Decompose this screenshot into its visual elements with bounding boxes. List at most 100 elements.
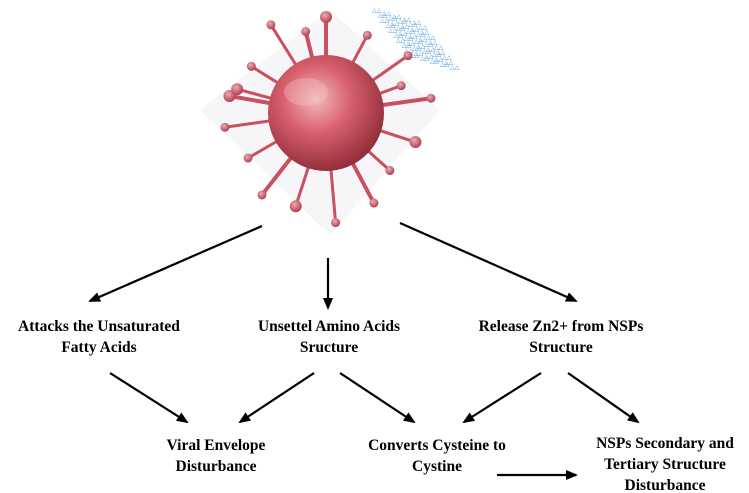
virus-spike-tip	[320, 11, 332, 23]
ozone-particle-icon: △△	[420, 29, 430, 36]
ozone-particle-icon: △△	[402, 42, 412, 49]
virus-spike	[223, 118, 277, 129]
virus-spike-tip	[301, 26, 311, 36]
ozone-particle-icon: △△	[414, 50, 424, 57]
virus-spike-tip	[289, 200, 302, 213]
ozone-particle-icon: △△	[410, 26, 420, 33]
ozone-particle-icon: △△	[420, 55, 430, 62]
virus-body	[268, 55, 384, 171]
node-attacks-line1: Attacks the Unsaturated	[18, 318, 180, 335]
ozone-particle-icon: △△	[432, 51, 442, 58]
ozone-particle-icon: △△	[418, 24, 428, 31]
virus-spike	[227, 93, 277, 106]
ozone-particle-icon: △△	[408, 21, 418, 28]
ozone-particle-icon: △△	[408, 33, 418, 40]
ozone-particle-icon: △△	[398, 18, 408, 25]
ozone-particle-icon: △△	[378, 12, 388, 19]
ozone-particle-icon: △△	[426, 46, 436, 53]
ozone-particle-icon: △△	[424, 53, 434, 60]
ozone-particle-icon: △△	[440, 61, 450, 68]
flow-arrows	[88, 221, 640, 480]
node-converts-line1: Converts Cysteine to	[368, 437, 506, 454]
ozone-particle-icon: △△	[436, 49, 446, 56]
ozone-particle-icon: △△	[394, 32, 404, 39]
ozone-particle-icon: △△	[430, 58, 440, 65]
virus-spike-tip	[257, 190, 267, 200]
arrow-unsettle-to-converts	[339, 372, 416, 424]
node-release-zn: Release Zn2+ from NSPs Structure	[446, 316, 676, 358]
ozone-particle-icon: △△	[418, 36, 428, 43]
virus-spike-tip	[403, 51, 413, 61]
coronavirus-icon	[220, 11, 436, 228]
virus-spike	[373, 127, 417, 144]
ozone-particle-icon: △△	[410, 52, 420, 59]
ozone-particle-icon: △△	[424, 41, 434, 48]
virus-spike-tip	[231, 83, 244, 96]
ozone-particle-icon: △△	[388, 15, 398, 22]
node-unsettle-line2: Sructure	[299, 339, 359, 356]
virus-spike-tip	[266, 20, 276, 30]
virus-spike-tip	[243, 153, 253, 163]
virus-spike	[269, 23, 300, 71]
node-unsettle-line1: Unsettel Amino Acids	[257, 318, 401, 335]
ozone-particle-icon: △△	[386, 22, 396, 29]
virus-spike	[246, 137, 283, 160]
ozone-particle-icon: △△	[396, 25, 406, 32]
virus-spike-tip	[385, 166, 395, 176]
node-nsps-line3: Disturbance	[624, 477, 706, 493]
virus-spike-tip	[426, 93, 436, 103]
arrow-unsettle-to-viral	[238, 372, 315, 424]
node-converts-line2: Cystine	[412, 458, 462, 475]
node-nsps-line2: Tertiary Structure	[604, 456, 726, 473]
virus-spike-tip	[246, 61, 256, 71]
ozone-particle-icon: △△	[400, 23, 410, 30]
ozone-particle-icon: △△	[392, 13, 402, 20]
arrow-virus-to-attacks	[88, 224, 263, 303]
ozone-particle-icon: △△	[372, 7, 382, 14]
virus-spike	[294, 160, 312, 208]
ozone-particle-icon: △△	[428, 39, 438, 46]
virus-spike-tip	[362, 30, 372, 40]
ozone-particle-icon: △△	[434, 44, 444, 51]
virus-spike	[235, 87, 278, 102]
ozone-particle-icon: △△	[396, 37, 406, 44]
virus-spike	[375, 96, 433, 108]
virus-spikes	[220, 11, 436, 228]
ozone-particle-icon: △△	[404, 35, 414, 42]
node-converts-cysteine: Converts Cysteine to Cystine	[348, 435, 526, 477]
ozone-particles-icon: △△△△△△△△△△△△△△△△△△△△△△△△△△△△△△△△△△△△△△△△…	[372, 7, 460, 71]
ozone-particle-icon: △△	[412, 19, 422, 26]
virus-spike	[329, 163, 338, 225]
virus-spike-tip	[331, 218, 341, 228]
virus-spike	[249, 64, 284, 87]
ozone-particle-icon: △△	[434, 56, 444, 63]
node-release-line2: Structure	[529, 339, 593, 356]
ozone-particle-icon: △△	[380, 17, 390, 24]
virus-spike	[259, 151, 296, 197]
ozone-particle-icon: △△	[422, 48, 432, 55]
arrow-attacks-to-viral	[109, 372, 189, 424]
node-attacks-unsaturated-fatty-acids: Attacks the Unsaturated Fatty Acids	[1, 316, 197, 358]
node-viral-line2: Disturbance	[175, 458, 257, 475]
ozone-particle-icon: △△	[390, 20, 400, 27]
ozone-particle-icon: △△	[426, 34, 436, 41]
virus-spike-tip	[220, 122, 230, 132]
ozone-particle-icon: △△	[450, 64, 460, 71]
virus-highlight	[284, 78, 328, 106]
ozone-particle-icon: △△	[388, 27, 398, 34]
arrow-release-to-converts	[462, 372, 542, 424]
ozone-particle-icon: △△	[416, 43, 426, 50]
arrow-release-to-nsps	[567, 372, 640, 424]
ozone-particle-icon: △△	[416, 31, 426, 38]
ozone-particle-icon: △△	[398, 30, 408, 37]
ozone-particle-icon: △△	[442, 54, 452, 61]
ozone-particle-icon: △△	[406, 40, 416, 47]
node-nsps-line1: NSPs Secondary and	[596, 435, 734, 452]
arrow-virus-to-release	[399, 221, 578, 303]
virus-spike	[367, 54, 410, 85]
ozone-particle-icon: △△	[404, 47, 414, 54]
node-nsps-structure-disturbance: NSPs Secondary and Tertiary Structure Di…	[581, 433, 749, 493]
ozone-particle-icon: △△	[406, 28, 416, 35]
virus-spike-tip	[369, 198, 379, 208]
